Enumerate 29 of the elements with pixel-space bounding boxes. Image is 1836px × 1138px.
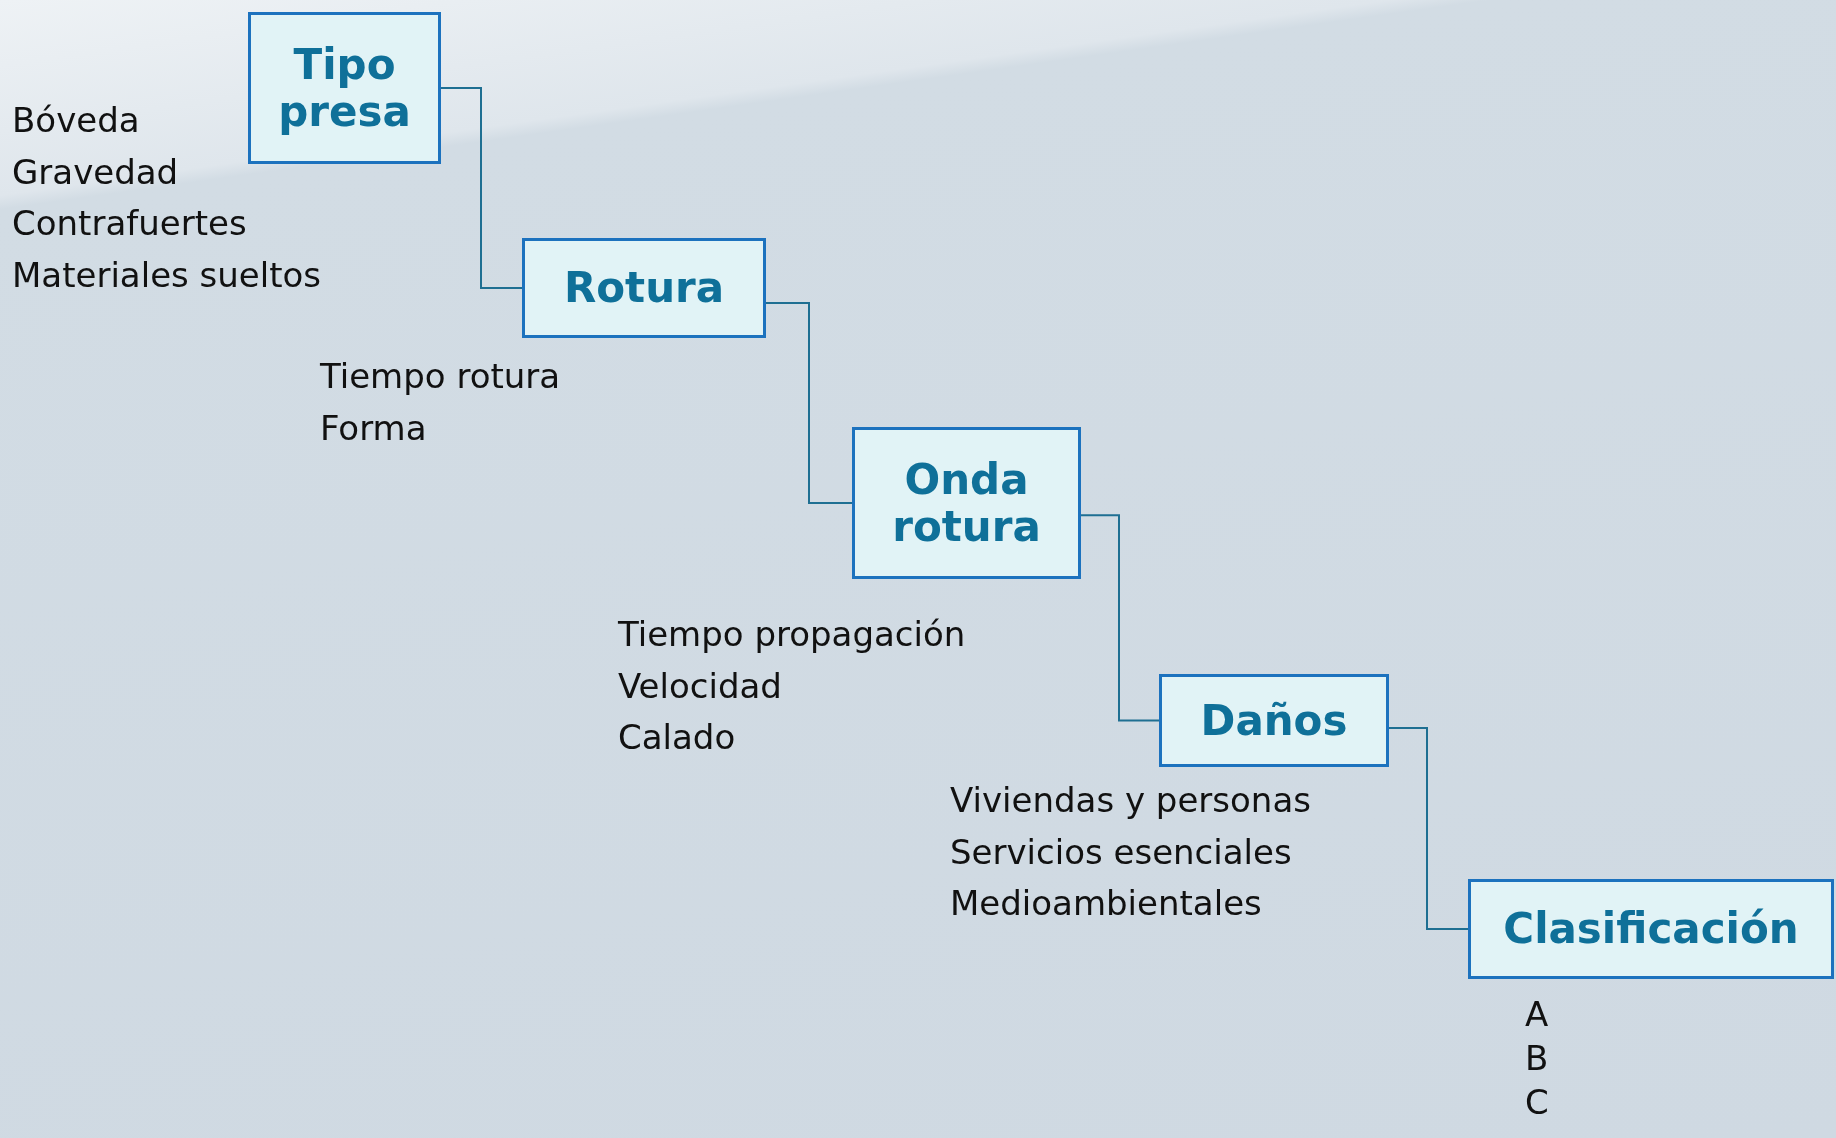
connector-line [765, 302, 853, 504]
list-item: Tiempo propagación [618, 614, 966, 655]
list-item: Forma [320, 407, 427, 449]
box-title: Rotura [563, 264, 725, 312]
list-item: Velocidad [618, 665, 782, 707]
list-item: Medioambientales [950, 883, 1262, 924]
process-box [852, 427, 1081, 579]
process-box [1159, 674, 1389, 767]
list-item: Materiales sueltos [12, 254, 322, 296]
box-title: Tipo presa [277, 40, 412, 136]
box-title: Onda rotura [891, 455, 1042, 551]
connector-line [440, 87, 523, 289]
box-title: Daños [1200, 697, 1348, 744]
list-item: Servicios esenciales [950, 831, 1292, 873]
list-item: A [1525, 994, 1549, 1035]
box-title: Clasificación [1503, 905, 1799, 953]
list-item: Viviendas y personas [950, 780, 1311, 821]
list-item: C [1525, 1082, 1549, 1123]
list-item: Bóveda [12, 100, 140, 141]
list-item: Calado [618, 717, 736, 758]
connector-line [1080, 514, 1160, 722]
list-item: B [1525, 1038, 1549, 1079]
process-box [522, 238, 766, 338]
connector-line [1388, 726, 1469, 930]
process-box [1468, 879, 1834, 979]
list-item: Tiempo rotura [320, 356, 561, 397]
list-item: Gravedad [12, 151, 179, 193]
process-box [248, 12, 441, 164]
list-item: Contrafuertes [12, 203, 247, 244]
